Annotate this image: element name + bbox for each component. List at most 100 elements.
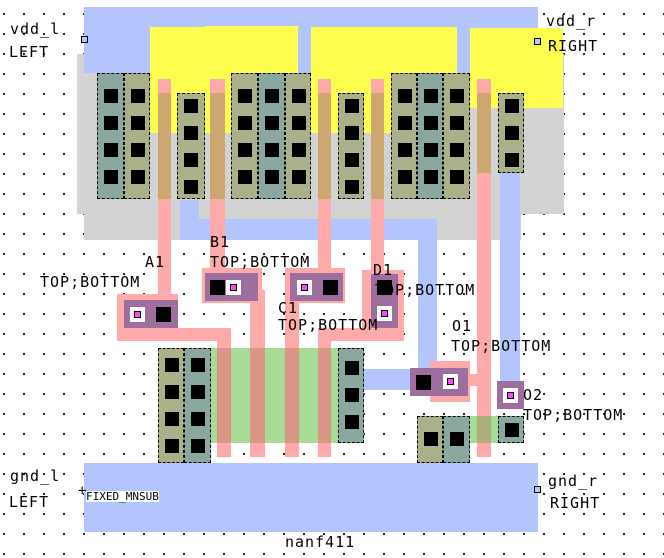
port-c1-layers: TOP;BOTTOM	[278, 316, 379, 334]
contact-cut	[265, 170, 279, 184]
contact-cut	[345, 361, 359, 375]
contact-cut	[450, 143, 464, 157]
contact-cut	[265, 89, 279, 103]
contact-cut	[238, 116, 252, 130]
transistor-gate	[318, 348, 331, 443]
gnd-l-label: gnd_l	[10, 467, 61, 485]
contact-cut	[165, 412, 179, 426]
contact-cut	[345, 180, 359, 194]
origin-crosshair-icon: +	[78, 483, 88, 499]
gnd-r-label: gnd_r	[548, 472, 599, 490]
contact-cut	[450, 170, 464, 184]
contact-cut	[265, 116, 279, 130]
contact-cut	[345, 415, 359, 429]
contact-cut	[345, 153, 359, 167]
contact-cut	[131, 170, 145, 184]
contact-cut	[104, 89, 118, 103]
port-b1-label: B1	[210, 233, 231, 251]
contact-cut	[292, 89, 306, 103]
transistor-gate	[477, 416, 491, 443]
contact-cut	[292, 170, 306, 184]
vdd-l-label: vdd_l	[10, 20, 61, 38]
port-marker-icon	[301, 284, 308, 291]
gnd-r-side: RIGHT	[550, 494, 601, 512]
contact-cut	[424, 170, 438, 184]
transistor-gate	[210, 93, 225, 199]
contact-cut	[424, 432, 438, 446]
contact-cut	[184, 99, 198, 113]
contact-cut	[191, 385, 205, 399]
contact-cut	[345, 388, 359, 402]
contact-cut	[265, 143, 279, 157]
contact-cut	[450, 432, 464, 446]
gnd-rail	[84, 463, 538, 532]
contact-cut	[505, 153, 519, 167]
contact-cut	[292, 116, 306, 130]
contact-cut	[345, 99, 359, 113]
poly-line	[318, 328, 384, 341]
contact-cut	[191, 412, 205, 426]
substrate-label: FIXED_MNSUB	[86, 490, 159, 503]
vdd-r-side: RIGHT	[548, 37, 599, 55]
metal1-wire	[500, 173, 520, 383]
port-o2-layers: TOP;BOTTOM	[523, 406, 624, 424]
port-c1-label: C1	[278, 299, 299, 317]
transistor-gate	[285, 348, 299, 443]
gnd-l-side: LEFT	[9, 493, 50, 511]
contact-cut	[238, 170, 252, 184]
port-marker-icon	[381, 310, 388, 317]
contact-cut	[191, 358, 205, 372]
ndiff-region	[211, 348, 338, 443]
contact-cut	[165, 358, 179, 372]
transistor-gate	[217, 348, 231, 443]
contact-cut	[104, 143, 118, 157]
vdd-l-side: LEFT	[9, 43, 50, 61]
contact-cut	[323, 280, 338, 295]
port-marker-icon	[447, 378, 454, 385]
contact-cut	[377, 280, 392, 295]
contact-cut	[104, 116, 118, 130]
gnd-r-pin[interactable]	[534, 486, 541, 493]
contact-cut	[424, 143, 438, 157]
poly-line	[477, 79, 491, 457]
port-marker-icon	[230, 284, 237, 291]
contact-cut	[131, 116, 145, 130]
contact-cut	[416, 375, 431, 390]
contact-cut	[131, 89, 145, 103]
contact-cut	[398, 89, 412, 103]
contact-cut	[238, 143, 252, 157]
contact-cut	[238, 89, 252, 103]
contact-cut	[398, 143, 412, 157]
poly-line	[158, 328, 231, 341]
metal1-wire	[418, 219, 437, 390]
contact-cut	[131, 143, 145, 157]
transistor-gate	[371, 93, 384, 199]
contact-cut	[505, 423, 519, 437]
poly-line	[466, 374, 486, 386]
port-d1-layers: TOP;BOTTOM	[375, 281, 476, 299]
transistor-gate	[250, 348, 265, 443]
contact-cut	[184, 153, 198, 167]
contact-cut	[191, 439, 205, 453]
vdd-r-label: vdd_r	[546, 12, 597, 30]
port-marker-icon	[507, 392, 514, 399]
contact-cut	[184, 180, 198, 194]
contact-cut	[292, 143, 306, 157]
vdd-r-pin[interactable]	[534, 38, 541, 45]
cell-name: nanf411	[285, 533, 356, 551]
transistor-gate	[477, 93, 491, 173]
vdd-l-pin[interactable]	[81, 36, 88, 43]
contact-cut	[398, 116, 412, 130]
port-o1-layers: TOP;BOTTOM	[451, 337, 552, 355]
transistor-gate	[318, 93, 331, 199]
contact-cut	[424, 116, 438, 130]
contact-cut	[398, 170, 412, 184]
diffusion-column	[417, 416, 443, 463]
port-o2-label: O2	[523, 386, 544, 404]
contact-cut	[505, 99, 519, 113]
contact-cut	[450, 89, 464, 103]
contact-cut	[104, 170, 118, 184]
contact-cut	[184, 126, 198, 140]
port-o1-label: O1	[452, 317, 473, 335]
transistor-gate	[158, 93, 171, 199]
